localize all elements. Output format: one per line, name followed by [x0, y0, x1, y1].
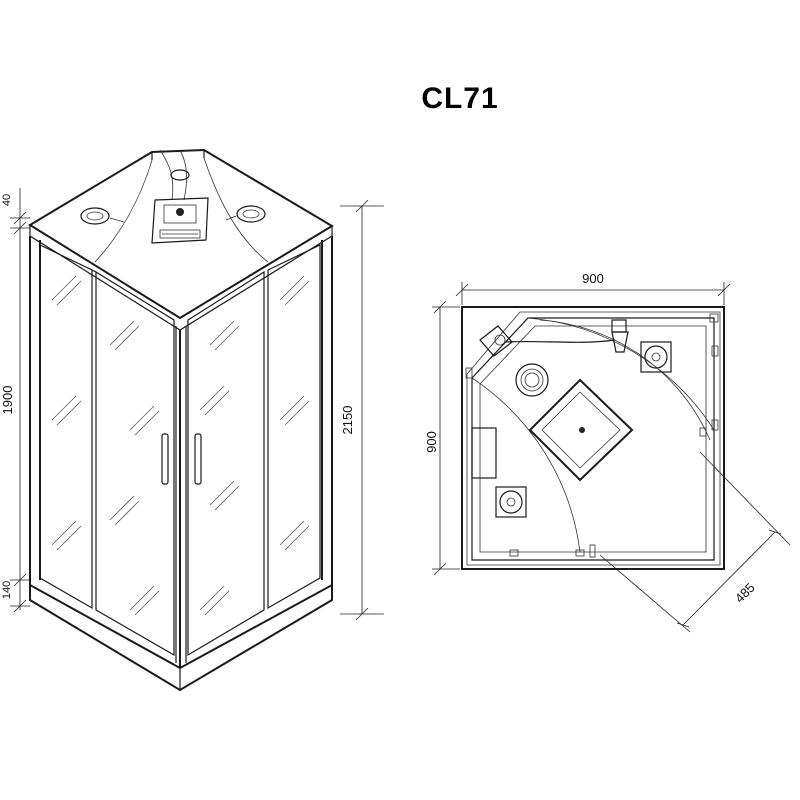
shower-tray: [29, 583, 333, 692]
glass-reflections: [51, 275, 310, 616]
cabin-plan-view: [432, 282, 791, 633]
total-height-dimension: [340, 199, 384, 621]
fan-bottom-left: [495, 486, 527, 518]
plan-width-dimension: [455, 282, 731, 305]
roof-speaker-left: [80, 207, 125, 225]
label-cabin-height: 1900: [0, 386, 15, 415]
door-radius-dimension: [599, 451, 791, 633]
door-swing-arc-left: [471, 377, 581, 553]
door-handle-left: [161, 433, 169, 485]
model-title: CL71: [421, 82, 499, 115]
fan-top-right: [640, 341, 672, 373]
shower-head: [504, 319, 629, 353]
plan-depth-dimension: [432, 300, 460, 576]
label-plan-width: 900: [582, 271, 604, 286]
height-dimensions: [10, 188, 30, 613]
plan-inner-tray: [471, 317, 715, 561]
door-handle-right: [194, 433, 202, 485]
label-plan-depth: 900: [424, 431, 439, 453]
door-swing-arc-right: [527, 317, 715, 431]
left-panels: [39, 244, 175, 657]
cabin-roof-edge: [29, 223, 333, 331]
roof-light: [170, 169, 190, 181]
cabin-3d-view: [10, 148, 384, 692]
drain-coil: [515, 363, 549, 397]
plan-shelf: [471, 427, 497, 479]
plan-hinges: [465, 313, 719, 558]
shower-mount: [479, 325, 513, 357]
label-base-height: 140: [1, 581, 13, 599]
roof-speaker-right: [225, 205, 266, 223]
label-top-gap: 40: [1, 194, 13, 206]
label-total-height: 2150: [340, 406, 355, 435]
plan-seat: [528, 378, 634, 482]
right-panels: [187, 244, 321, 657]
label-door-radius: 485: [732, 580, 758, 606]
control-panel: [151, 197, 209, 244]
plan-outline: [461, 306, 725, 570]
